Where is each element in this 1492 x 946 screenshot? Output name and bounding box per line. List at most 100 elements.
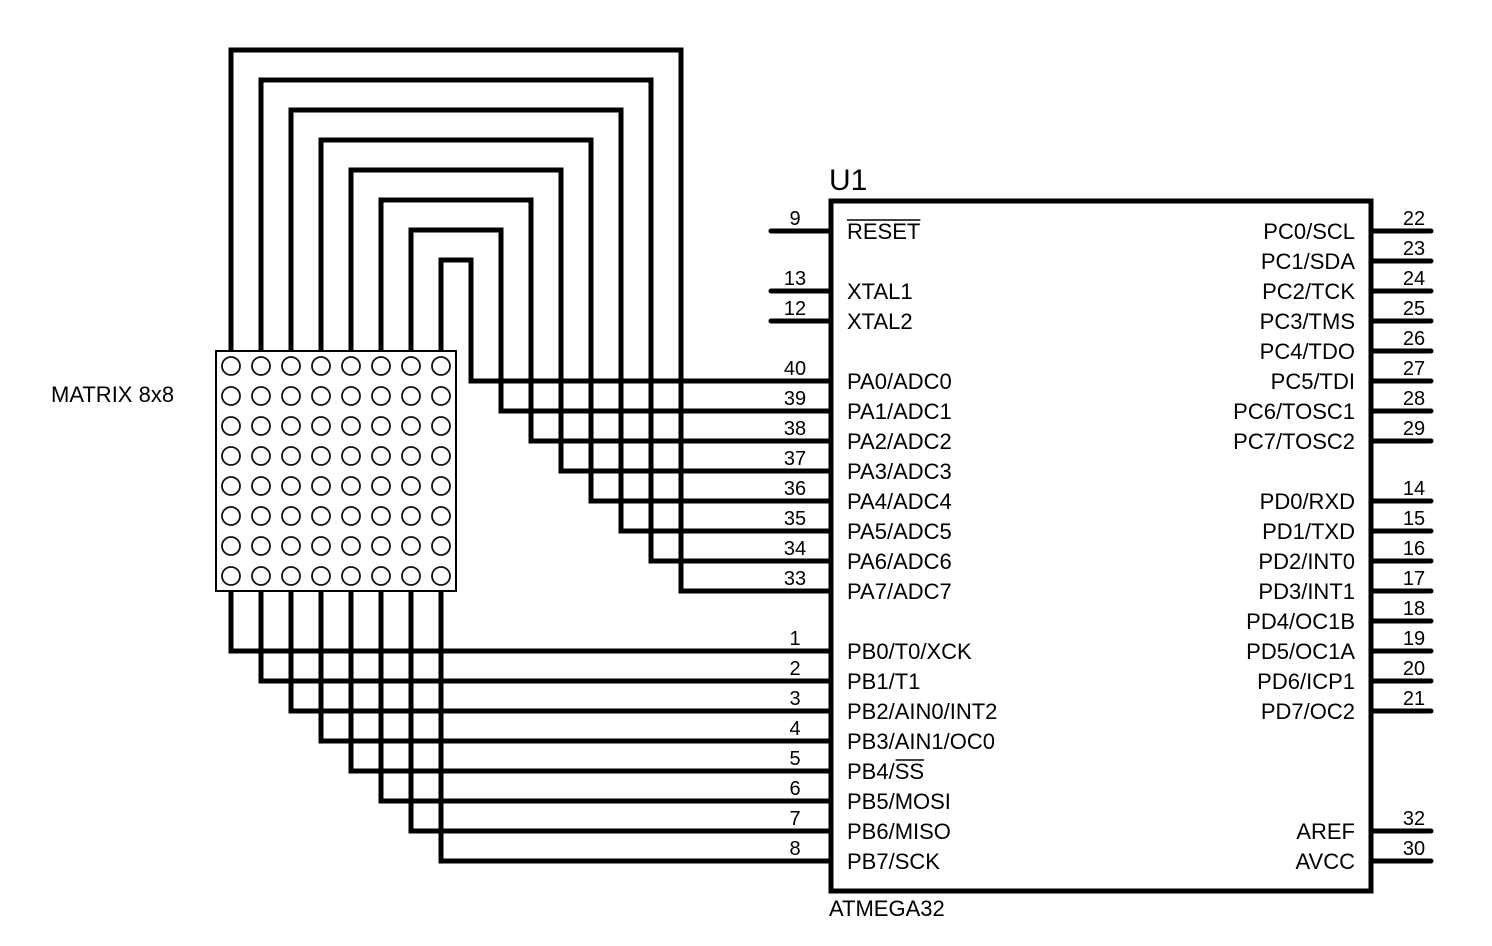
pin-number: 20 [1403, 658, 1425, 680]
pin-label: PC3/TMS [1260, 309, 1355, 334]
matrix-label: MATRIX 8x8 [51, 382, 174, 407]
led-dot [431, 506, 451, 526]
led-dot [341, 536, 361, 556]
led-dot [431, 386, 451, 406]
led-dot [371, 446, 391, 466]
led-dot [371, 476, 391, 496]
pin-number: 36 [784, 478, 806, 500]
led-dot [221, 566, 241, 586]
led-dot [311, 416, 331, 436]
pin-number: 37 [784, 448, 806, 470]
wire-pb6 [408, 588, 834, 834]
led-dot [401, 446, 421, 466]
pin-label: PD1/TXD [1262, 519, 1355, 544]
pin-label: PC2/TCK [1262, 279, 1355, 304]
led-dot [431, 566, 451, 586]
led-dot [251, 356, 271, 376]
led-dot [401, 386, 421, 406]
led-dot [281, 446, 301, 466]
pin-number: 19 [1403, 628, 1425, 650]
pin-label: PC0/SCL [1263, 219, 1355, 244]
led-dot [371, 506, 391, 526]
wire-pb3 [318, 588, 834, 744]
pin-number: 29 [1403, 418, 1425, 440]
pin-label: PD0/RXD [1260, 489, 1355, 514]
led-dot [281, 386, 301, 406]
pin-label: PA2/ADC2 [847, 429, 952, 454]
pin-label: XTAL2 [847, 309, 913, 334]
led-dot [371, 416, 391, 436]
led-dot [311, 476, 331, 496]
pin-number: 38 [784, 418, 806, 440]
pin-number: 21 [1403, 688, 1425, 710]
pin-label: PD6/ICP1 [1257, 669, 1355, 694]
led-dot [221, 506, 241, 526]
pin-number: 14 [1403, 478, 1425, 500]
led-dot [401, 356, 421, 376]
wire-pa2 [378, 197, 834, 444]
pin-label: PD2/INT0 [1258, 549, 1355, 574]
wire-pa4 [318, 137, 834, 504]
led-dot [281, 476, 301, 496]
pin-label: PB1/T1 [847, 669, 920, 694]
led-dot [311, 446, 331, 466]
pin-label: AVCC [1296, 849, 1356, 874]
led-dot [251, 386, 271, 406]
led-dot [311, 566, 331, 586]
chip-body [828, 198, 1374, 894]
led-dot [401, 536, 421, 556]
pin-label: PC5/TDI [1271, 369, 1355, 394]
pin-number: 40 [784, 358, 806, 380]
pin-label: PB2/AIN0/INT2 [847, 699, 997, 724]
led-dot [251, 416, 271, 436]
led-matrix [215, 350, 457, 592]
pin-number: 26 [1403, 328, 1425, 350]
pin-label: PC6/TOSC1 [1233, 399, 1355, 424]
pin-label: PD3/INT1 [1258, 579, 1355, 604]
wire-pa7 [228, 47, 834, 594]
pin-number: 33 [784, 568, 806, 590]
pin-label: PB5/MOSI [847, 789, 951, 814]
pin-number: 17 [1403, 568, 1425, 590]
led-dot [221, 386, 241, 406]
wire-pa6 [258, 77, 834, 564]
pin-number: 30 [1403, 838, 1425, 860]
led-dot [341, 356, 361, 376]
pin-label: PA3/ADC3 [847, 459, 952, 484]
pin-number: 18 [1403, 598, 1425, 620]
led-dot [251, 536, 271, 556]
chip-part-number: ATMEGA32 [829, 896, 945, 921]
led-dot [341, 416, 361, 436]
pin-number: 39 [784, 388, 806, 410]
pin-label: PC1/SDA [1261, 249, 1355, 274]
pin-label: PA6/ADC6 [847, 549, 952, 574]
pin-label: PA7/ADC7 [847, 579, 952, 604]
wires [228, 47, 834, 864]
pin-number: 12 [784, 298, 806, 320]
led-dot [371, 356, 391, 376]
led-dot [341, 566, 361, 586]
pin-label: AREF [1296, 819, 1355, 844]
pin-label: PD5/OC1A [1246, 639, 1355, 664]
pin-number: 35 [784, 508, 806, 530]
led-dot [221, 416, 241, 436]
led-dot [221, 476, 241, 496]
pin-number: 28 [1403, 388, 1425, 410]
led-dot [311, 386, 331, 406]
pin-label: PA0/ADC0 [847, 369, 952, 394]
wire-pb7 [438, 588, 834, 864]
led-dot [251, 566, 271, 586]
wire-pa0 [438, 257, 834, 384]
pin-number: 5 [789, 748, 800, 770]
led-dot [371, 386, 391, 406]
pin-label: PB6/MISO [847, 819, 951, 844]
pin-label: PB4/SS [847, 759, 924, 784]
led-dot [221, 356, 241, 376]
pin-label: RESET [847, 219, 920, 244]
led-dot [281, 416, 301, 436]
led-dot [281, 356, 301, 376]
led-dot [281, 506, 301, 526]
led-dot [341, 476, 361, 496]
pin-number: 3 [789, 688, 800, 710]
